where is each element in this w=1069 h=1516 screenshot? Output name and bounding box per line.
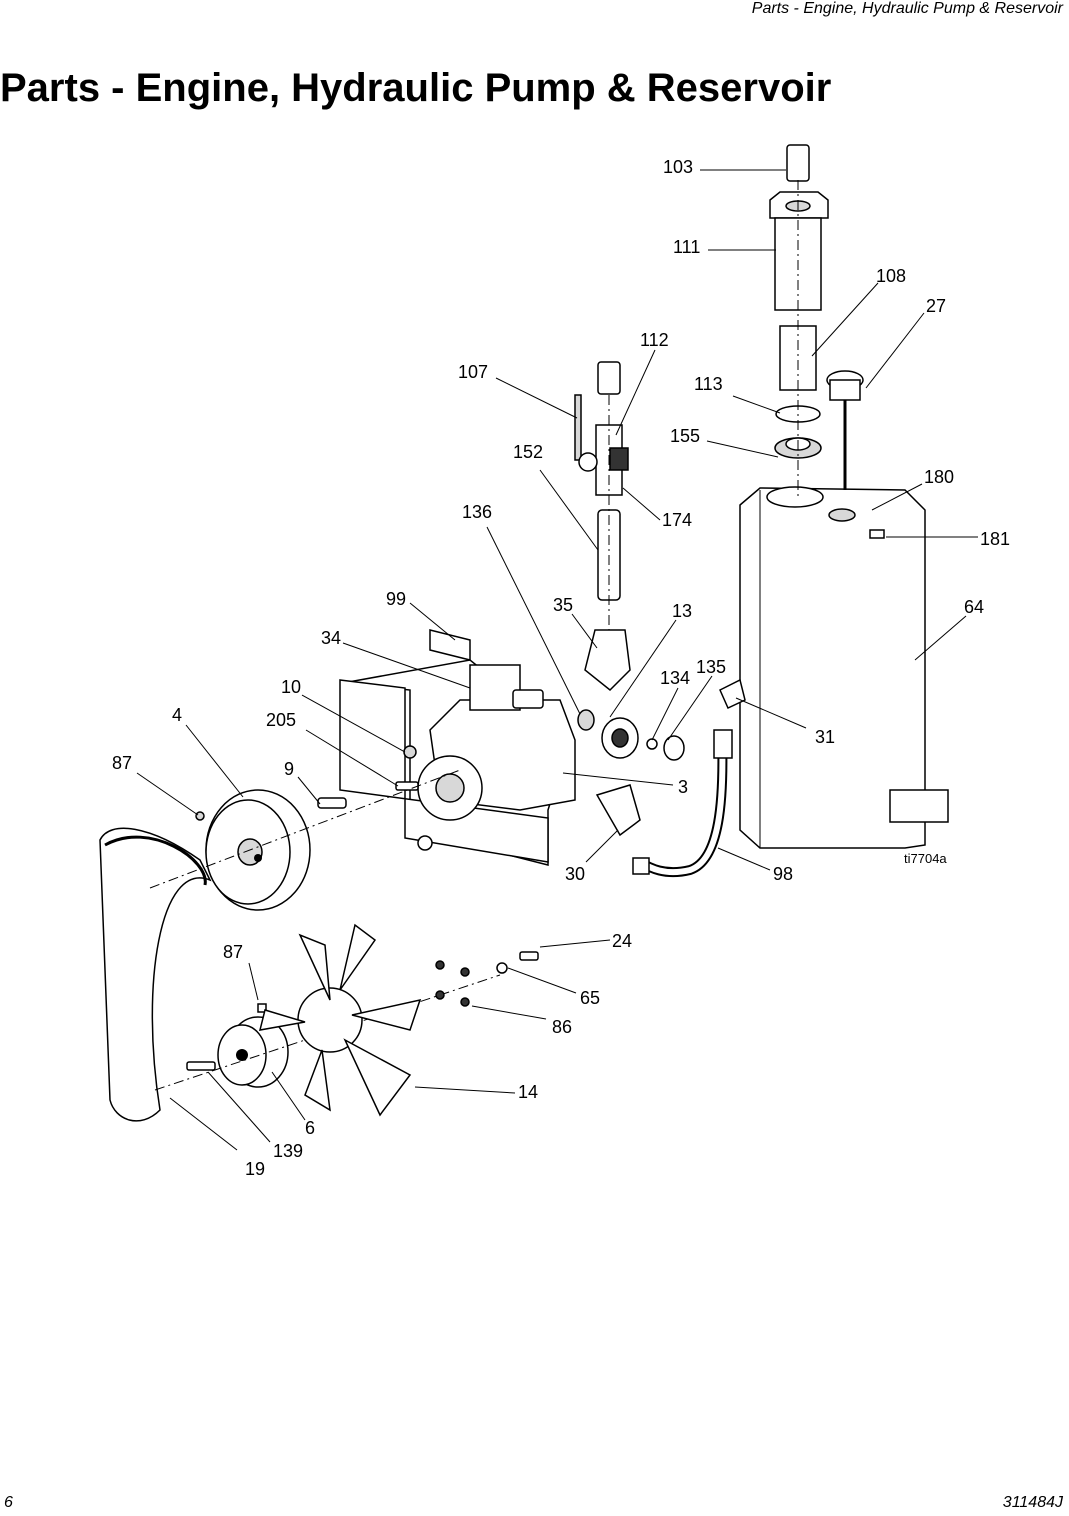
callout-4: 4: [172, 705, 182, 725]
filter-assembly: [769, 144, 829, 500]
callout-136: 136: [462, 502, 492, 522]
reservoir-tank: [739, 486, 949, 849]
callout-108: 108: [876, 266, 906, 286]
callout-64: 64: [964, 597, 984, 617]
callout-27: 27: [926, 296, 946, 316]
pump-fittings: [577, 678, 746, 878]
callout-139: 139: [273, 1141, 303, 1161]
callout-31: 31: [815, 727, 835, 747]
callout-19: 19: [245, 1159, 265, 1179]
callout-135: 135: [696, 657, 726, 677]
callout-155: 155: [670, 426, 700, 446]
figure-id: ti7704a: [904, 851, 947, 866]
page-title: Parts - Engine, Hydraulic Pump & Reservo…: [0, 66, 832, 110]
callout-87-lower: 87: [223, 942, 243, 962]
callout-14: 14: [518, 1082, 538, 1102]
dipstick-cap: [826, 370, 864, 490]
callout-65: 65: [580, 988, 600, 1008]
callout-34: 34: [321, 628, 341, 648]
callout-87-upper: 87: [112, 753, 132, 773]
running-header: Parts - Engine, Hydraulic Pump & Reservo…: [751, 0, 1063, 17]
callout-98: 98: [773, 864, 793, 884]
callout-134: 134: [660, 668, 690, 688]
callout-112: 112: [640, 330, 669, 350]
hydraulic-pump: [317, 629, 576, 866]
callout-111: 111: [673, 237, 700, 257]
leader-lines: [136, 169, 978, 1151]
callout-24: 24: [612, 931, 632, 951]
callout-13: 13: [672, 601, 692, 621]
callout-99: 99: [386, 589, 406, 609]
valve-assembly: [574, 361, 631, 692]
exploded-parts-diagram: 103 111 108 27 112 107 113 155 152 180 1…: [99, 144, 1010, 1179]
callout-35: 35: [553, 595, 573, 615]
callout-labels: 103 111 108 27 112 107 113 155 152 180 1…: [112, 157, 1010, 1179]
fan: [258, 923, 539, 1117]
callout-152: 152: [513, 442, 543, 462]
callout-113: 113: [694, 374, 723, 394]
callout-205: 205: [266, 710, 296, 730]
callout-180: 180: [924, 467, 954, 487]
document-number: 311484J: [1002, 1494, 1063, 1511]
callout-6: 6: [305, 1118, 315, 1138]
callout-86: 86: [552, 1017, 572, 1037]
callout-107: 107: [458, 362, 488, 382]
callout-181: 181: [980, 529, 1010, 549]
callout-3: 3: [678, 777, 688, 797]
page-number: 6: [4, 1494, 13, 1511]
callout-10: 10: [281, 677, 301, 697]
callout-174: 174: [662, 510, 692, 530]
callout-9: 9: [284, 759, 294, 779]
callout-30: 30: [565, 864, 585, 884]
callout-103: 103: [663, 157, 693, 177]
